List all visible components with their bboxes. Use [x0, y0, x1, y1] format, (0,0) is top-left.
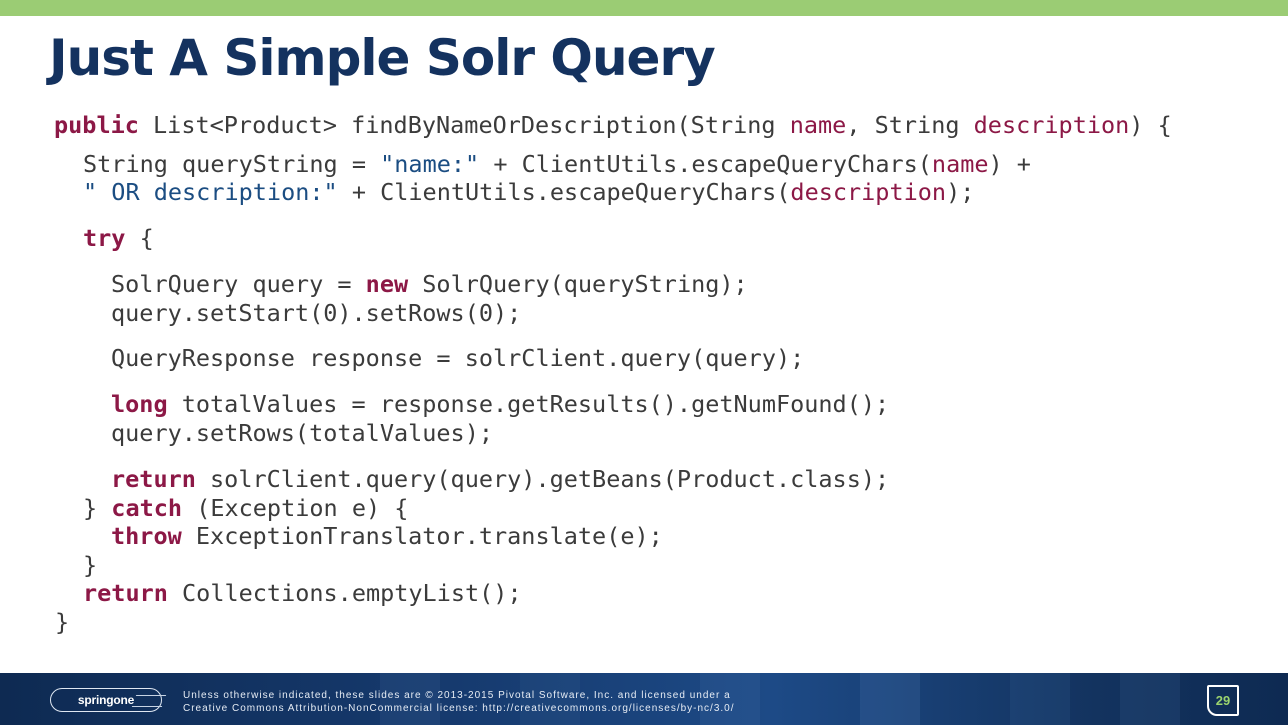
code-text: { — [125, 224, 154, 252]
code-parameter: name — [789, 111, 847, 139]
code-text: ) + — [988, 150, 1031, 178]
code-text: ExceptionTranslator.translate(e); — [181, 522, 663, 550]
code-text: + ClientUtils.escapeQueryChars( — [337, 178, 791, 206]
code-keyword: catch — [111, 494, 183, 522]
code-text: Collections.emptyList(); — [167, 579, 522, 607]
code-text: solrClient.query(query).getBeans(Product… — [195, 465, 890, 493]
code-string: " OR description:" — [83, 178, 338, 206]
code-text: SolrQuery query = — [111, 270, 366, 298]
code-parameter: description — [790, 178, 947, 206]
code-text: totalValues = response.getResults().getN… — [167, 390, 890, 418]
license-notice: Unless otherwise indicated, these slides… — [183, 689, 735, 715]
code-text: } — [55, 608, 70, 636]
code-parameter: name — [931, 150, 989, 178]
license-line-1: Unless otherwise indicated, these slides… — [183, 690, 731, 701]
license-line-2: Creative Commons Attribution-NonCommerci… — [183, 703, 735, 714]
code-line: } catch (Exception e) { — [83, 493, 408, 523]
code-text: ) { — [1129, 111, 1172, 139]
code-text: } — [83, 494, 112, 522]
code-parameter: description — [973, 111, 1130, 139]
code-keyword: public — [54, 111, 139, 139]
code-line: String queryString = "name:" + ClientUti… — [83, 149, 1031, 179]
code-text: ); — [946, 178, 975, 206]
code-line: return solrClient.query(query).getBeans(… — [111, 464, 889, 494]
code-keyword: return — [83, 579, 168, 607]
footer: springone Unless otherwise indicated, th… — [0, 673, 1288, 725]
code-text: + ClientUtils.escapeQueryChars( — [479, 150, 932, 178]
code-line: } — [83, 550, 97, 580]
code-text: QueryResponse response = solrClient.quer… — [111, 344, 805, 372]
code-line: QueryResponse response = solrClient.quer… — [111, 343, 804, 373]
top-accent-bar — [0, 0, 1288, 16]
code-text: } — [83, 551, 98, 579]
code-string: "name:" — [380, 150, 480, 178]
code-line: query.setRows(totalValues); — [111, 418, 493, 448]
code-keyword: return — [111, 465, 196, 493]
code-keyword: long — [111, 390, 168, 418]
page-number-badge: 29 — [1207, 685, 1239, 716]
code-text: (Exception e) { — [182, 494, 409, 522]
code-line: try { — [83, 223, 154, 253]
code-line: throw ExceptionTranslator.translate(e); — [111, 521, 663, 551]
springone-logo: springone — [50, 688, 162, 712]
code-line: } — [55, 607, 69, 637]
code-line: query.setStart(0).setRows(0); — [111, 298, 521, 328]
logo-text: springone — [77, 693, 135, 707]
page-number: 29 — [1215, 693, 1231, 708]
code-line: SolrQuery query = new SolrQuery(queryStr… — [111, 269, 748, 299]
code-text: List<Product> findByNameOrDescription(St… — [138, 111, 790, 139]
slide-title: Just A Simple Solr Query — [49, 29, 716, 87]
code-text: query.setRows(totalValues); — [111, 419, 494, 447]
code-text: , String — [846, 111, 974, 139]
code-line: return Collections.emptyList(); — [83, 578, 522, 608]
code-text: query.setStart(0).setRows(0); — [111, 299, 522, 327]
code-line: public List<Product> findByNameOrDescrip… — [54, 110, 1172, 140]
code-text: String queryString = — [83, 150, 381, 178]
logo-mark-icon — [131, 695, 167, 707]
code-line: " OR description:" + ClientUtils.escapeQ… — [83, 177, 974, 207]
code-text: SolrQuery(queryString); — [408, 270, 748, 298]
code-keyword: try — [83, 224, 126, 252]
code-keyword: new — [365, 270, 409, 298]
code-keyword: throw — [111, 522, 182, 550]
code-line: long totalValues = response.getResults()… — [111, 389, 889, 419]
